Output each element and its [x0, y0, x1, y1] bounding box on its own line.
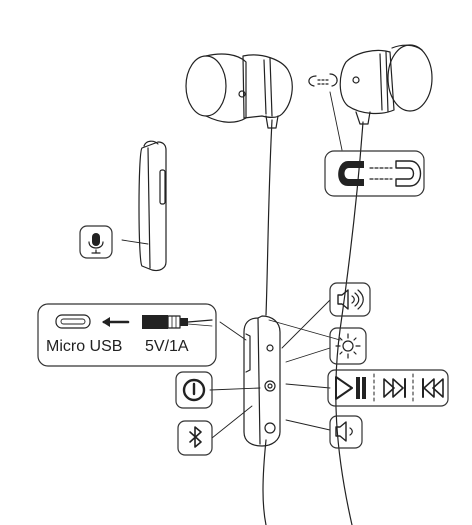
- magnet-icon: [338, 160, 422, 187]
- power-icon: [182, 378, 206, 402]
- playback-callout: [327, 369, 449, 407]
- led-light-icon: [335, 333, 361, 359]
- next-track-icon: [383, 378, 406, 398]
- mic-callout: [79, 225, 113, 259]
- volume-down-callout: [329, 415, 363, 449]
- left-earbud: [185, 53, 293, 129]
- bluetooth-callout: [177, 420, 213, 456]
- battery-pod: [138, 140, 167, 272]
- arrow-left-icon: [102, 317, 130, 327]
- volume-up-icon: [337, 289, 364, 310]
- magnet-callout: [324, 150, 425, 197]
- leader-lines: [121, 91, 343, 439]
- light-callout: [329, 327, 367, 365]
- right-earbud: [339, 44, 433, 125]
- play-pause-icon: [335, 376, 366, 400]
- bluetooth-icon: [189, 426, 202, 448]
- microphone-icon: [88, 233, 104, 254]
- magnet-connector: [308, 73, 338, 87]
- previous-track-icon: [422, 378, 444, 398]
- usb-callout: [37, 303, 217, 367]
- usb-plug-icon: [142, 315, 213, 329]
- volume-down-icon: [335, 421, 353, 442]
- micro-usb-label: Micro USB: [46, 338, 123, 355]
- remote-control: [243, 315, 281, 447]
- volume-up-callout: [329, 282, 371, 317]
- power-callout: [175, 371, 213, 409]
- usb-port-icon: [55, 314, 91, 329]
- power-spec-label: 5V/1A: [145, 338, 189, 355]
